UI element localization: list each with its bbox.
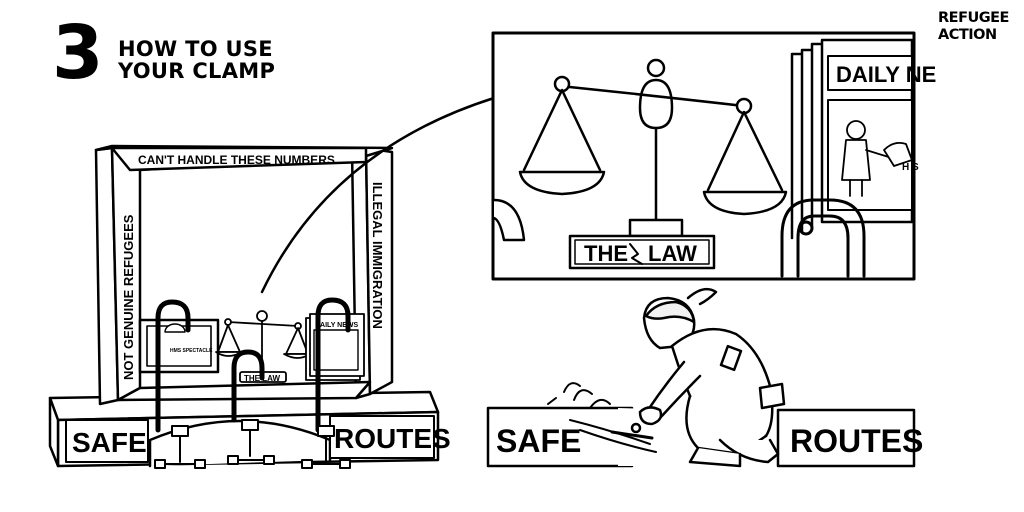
frame-top-text: CAN'T HANDLE THESE NUMBERS (138, 153, 335, 167)
left-base-safe-label: SAFE (72, 427, 147, 458)
zoom-clamp (780, 198, 866, 278)
splash-marks (547, 382, 611, 409)
tool-knob (630, 422, 642, 434)
zoom-newspaper-title: DAILY NE (836, 62, 936, 87)
logo-line-1: REFUGEE (938, 10, 1009, 26)
zoom-connector-line (260, 96, 496, 294)
step-number: 3 (52, 10, 104, 96)
frame-right-text: ILLEGAL IMMIGRATION (370, 182, 385, 329)
clamp-right (315, 297, 351, 433)
clamp-middle-screw (227, 419, 275, 465)
logo-line-2: ACTION (938, 27, 997, 43)
right-scene (486, 287, 916, 468)
step-title-line-2: YOUR CLAMP (118, 59, 276, 83)
newspaper-figure (841, 120, 913, 197)
frame-left-text: NOT GENUINE REFUGEES (121, 214, 136, 380)
zoom-newspaper-side-text: H S (902, 162, 919, 173)
clamp-left-screw (154, 425, 206, 469)
clamp-right-screw (301, 425, 351, 469)
step-title: HOW TO USE YOUR CLAMP (118, 38, 275, 82)
mini-newspaper-title: DAILY NEWS (315, 322, 359, 329)
left-scene: SAFE ROUTES CAN'T HANDLE THESE NUMBERS N… (48, 144, 451, 469)
right-base-safe-label: SAFE (496, 423, 581, 459)
clamp-middle (231, 349, 265, 423)
tool (610, 430, 654, 440)
step-title-line-1: HOW TO USE (118, 37, 273, 61)
zoom-scales (518, 58, 788, 238)
mini-ship-label: HMS SPECTACLE (170, 348, 213, 354)
refugee-action-logo: REFUGEE ACTION (938, 10, 1020, 54)
law-plaque-law: LAW (648, 241, 697, 266)
mini-newspaper: DAILY NEWS (305, 313, 365, 381)
law-plaque-the: THE (584, 241, 628, 266)
clamp-left (155, 299, 191, 433)
right-base-routes-label: ROUTES (790, 423, 923, 459)
right-base-right (776, 408, 916, 468)
mini-tv: HMS SPECTACLE (138, 318, 220, 374)
kneeling-person (638, 287, 786, 468)
zoom-panel: THE LAW DAILY NE H S (491, 31, 936, 281)
left-base-routes-label: ROUTES (334, 423, 451, 454)
